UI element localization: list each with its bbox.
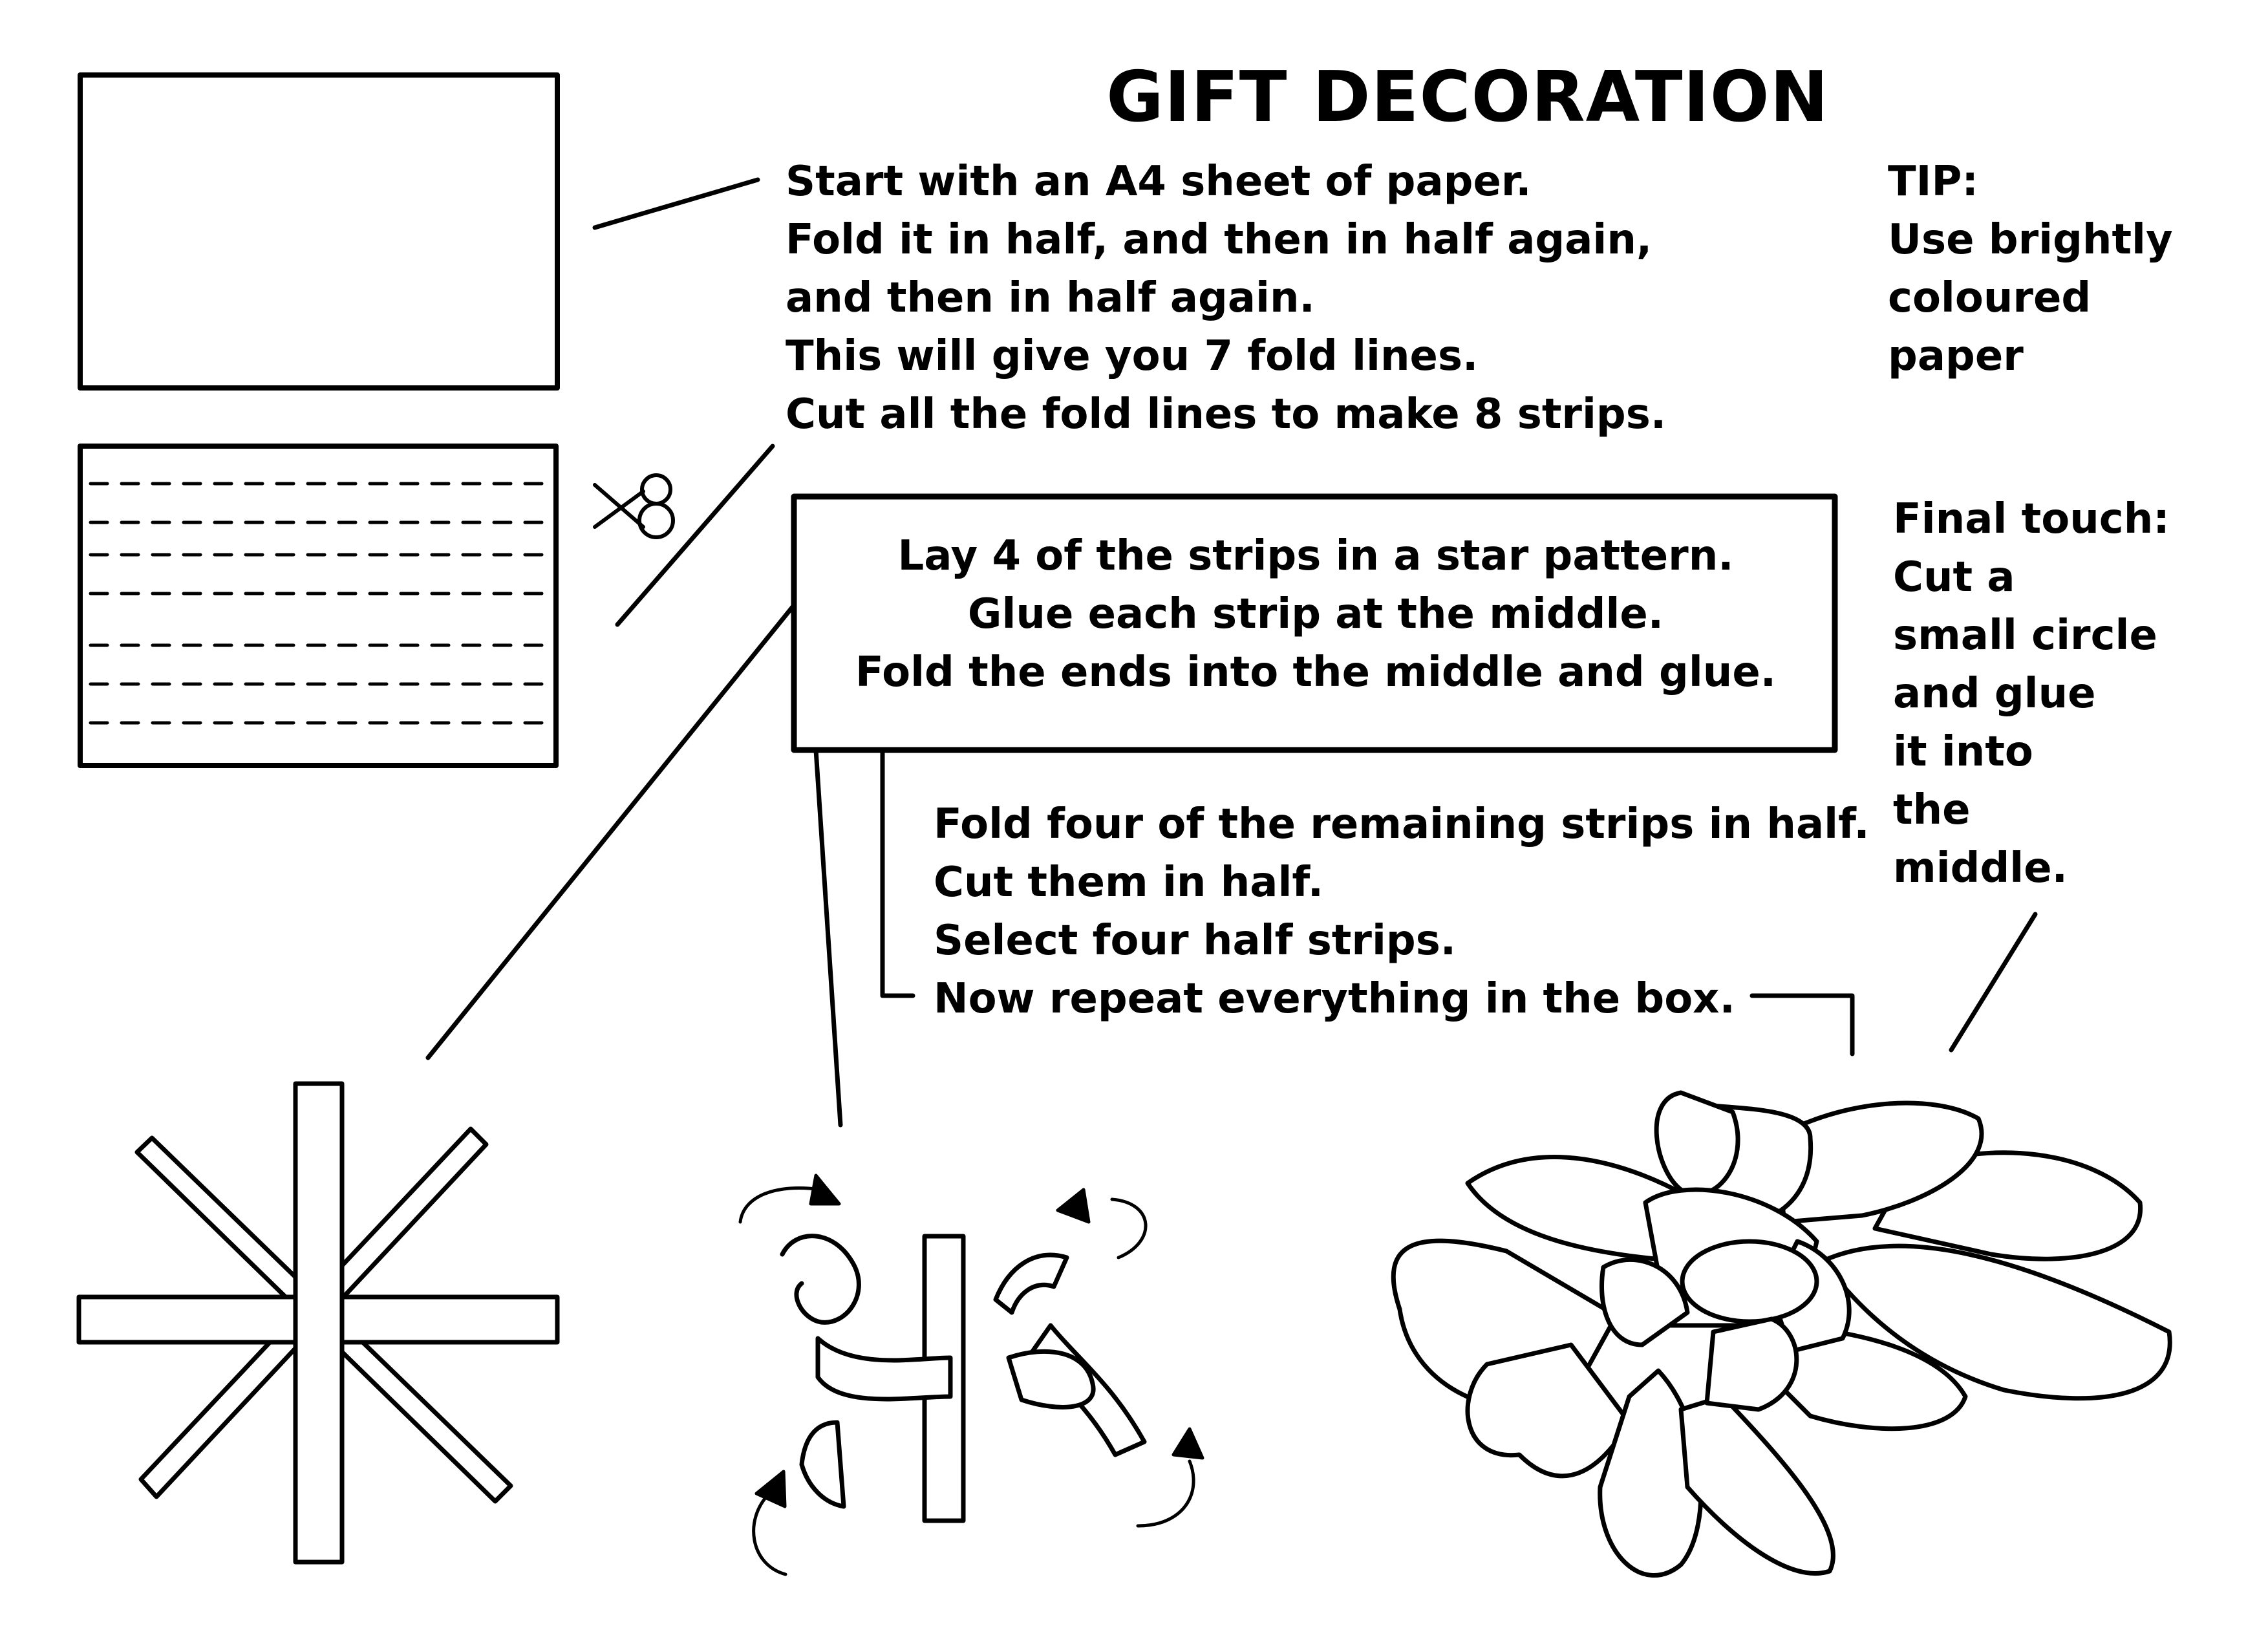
pointer-lines (425, 177, 2038, 1128)
box-line: Glue each strip at the middle. (967, 590, 1664, 638)
step-3-line: Select four half strips. (934, 917, 1457, 965)
tip-note: TIP: Use brightly coloured paper (1888, 153, 2173, 385)
step-3-line: Fold four of the remaining strips in hal… (934, 800, 1870, 848)
final-line: and glue (1893, 670, 2096, 718)
tip-line: TIP: (1888, 158, 1978, 206)
instruction-box (791, 493, 1838, 753)
step-1-line: Cut all the fold lines to make 8 strips. (786, 391, 1667, 438)
folding-ends-illustration (780, 1234, 1147, 1523)
step-3-line: Now repeat everything in the box. (934, 975, 1735, 1023)
box-line: Fold the ends into the middle and glue. (855, 648, 1777, 696)
final-line: Cut a (1893, 553, 2015, 601)
folding-arrows (738, 1173, 1204, 1576)
tip-line: coloured (1888, 274, 2091, 322)
final-touch-note: Final touch: Cut a small circle and glue… (1893, 490, 2170, 897)
final-line: it into (1893, 728, 2033, 776)
final-line: small circle (1893, 612, 2157, 659)
tip-line: Use brightly (1888, 216, 2173, 264)
tip-line: paper (1888, 332, 2024, 380)
step-1-instructions: Start with an A4 sheet of paper. Fold it… (786, 153, 1666, 444)
step-1-line: and then in half again. (786, 274, 1315, 322)
page-title: GIFT DECORATION (1106, 57, 1829, 138)
scissors-x8-icon (593, 473, 675, 539)
finished-bow-illustration (1391, 1090, 2172, 1578)
folded-strips-illustration (78, 444, 559, 768)
final-line: middle. (1893, 844, 2068, 892)
a4-sheet-illustration (78, 72, 560, 391)
step-3-instructions: Fold four of the remaining strips in hal… (934, 795, 1870, 1028)
step-3-line: Cut them in half. (934, 859, 1324, 906)
final-line: Final touch: (1893, 495, 2170, 543)
step-1-line: Start with an A4 sheet of paper. (786, 158, 1532, 206)
box-instructions: Lay 4 of the strips in a star pattern. G… (795, 527, 1836, 702)
final-line: the (1893, 786, 1971, 834)
box-line: Lay 4 of the strips in a star pattern. (897, 532, 1734, 580)
step-1-line: This will give you 7 fold lines. (786, 332, 1479, 380)
star-pattern-illustration (76, 1081, 560, 1565)
step-1-line: Fold it in half, and then in half again, (786, 216, 1653, 264)
